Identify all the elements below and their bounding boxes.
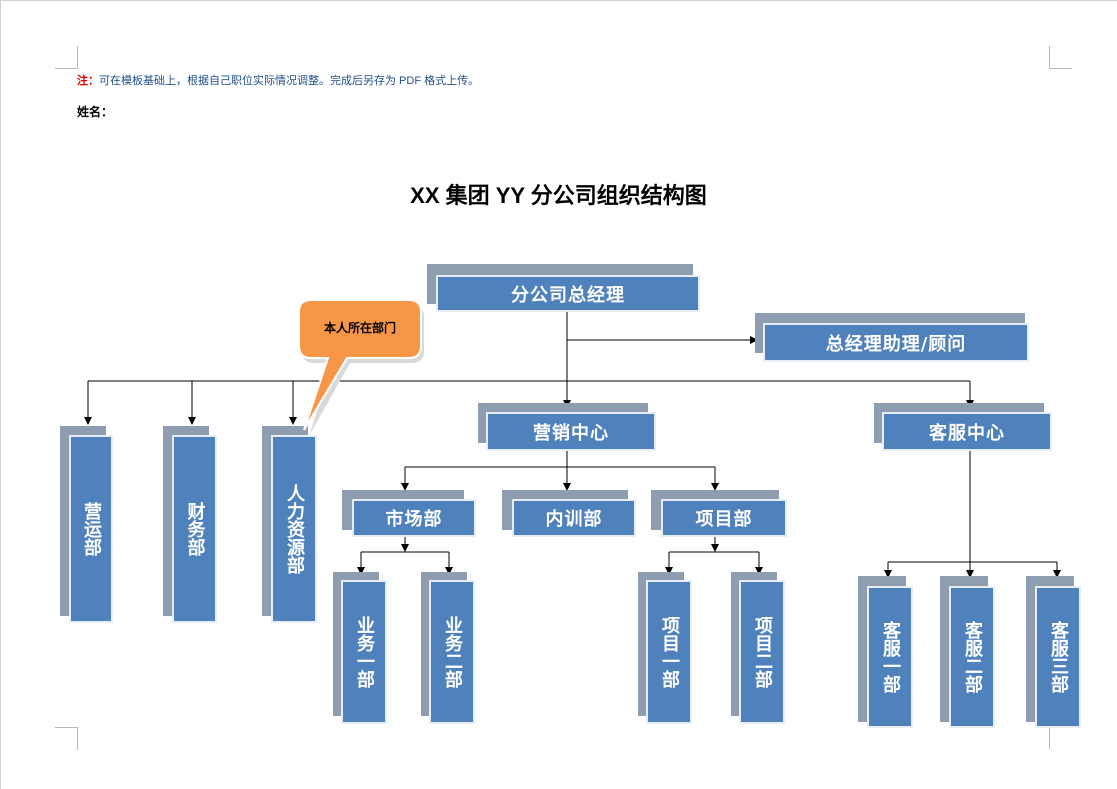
node-svc3-label: 客服三部 [1035, 586, 1081, 728]
note-label: 注： [77, 75, 99, 87]
note-text: 可在模板基础上，根据自己职位实际情况调整。完成后另存为 PDF 格式上传。 [99, 75, 480, 87]
name-label: 姓名： [77, 105, 114, 119]
crop-mark-bottom-right [1049, 727, 1072, 749]
crop-mark-bottom-left [55, 727, 78, 750]
node-biz1-label: 业务一部 [341, 580, 387, 724]
node-assistant-label: 总经理助理/顾问 [763, 323, 1029, 362]
callout-my-department: 本人所在部门 [297, 297, 427, 442]
node-svc1-label: 客服一部 [867, 586, 913, 728]
chart-title: XX 集团 YY 分公司组织结构图 [410, 183, 707, 208]
node-svc2-label: 客服二部 [949, 586, 995, 728]
node-renli-label: 人力资源部 [271, 435, 317, 623]
instruction-note: 注：可在模板基础上，根据自己职位实际情况调整。完成后另存为 PDF 格式上传。 [77, 72, 479, 88]
callout-text: 本人所在部门 [324, 320, 396, 335]
crop-mark-top-left [55, 46, 78, 69]
node-training-dept-label: 内训部 [512, 499, 636, 537]
node-yingyun-label: 营运部 [69, 435, 113, 623]
node-proj1-label: 项目一部 [646, 580, 692, 724]
node-biz2-label: 业务二部 [429, 580, 475, 724]
node-marketing-center-label: 营销中心 [486, 412, 656, 451]
node-caiwu-label: 财务部 [172, 435, 217, 623]
node-market-dept-label: 市场部 [352, 499, 476, 537]
node-service-center-label: 客服中心 [882, 412, 1052, 451]
crop-mark-top-right [1049, 46, 1072, 69]
node-proj2-label: 项目二部 [739, 580, 785, 724]
callout-bubble-shape: 本人所在部门 [298, 299, 424, 436]
node-gm-label: 分公司总经理 [436, 275, 700, 312]
node-project-dept-label: 项目部 [661, 499, 787, 537]
